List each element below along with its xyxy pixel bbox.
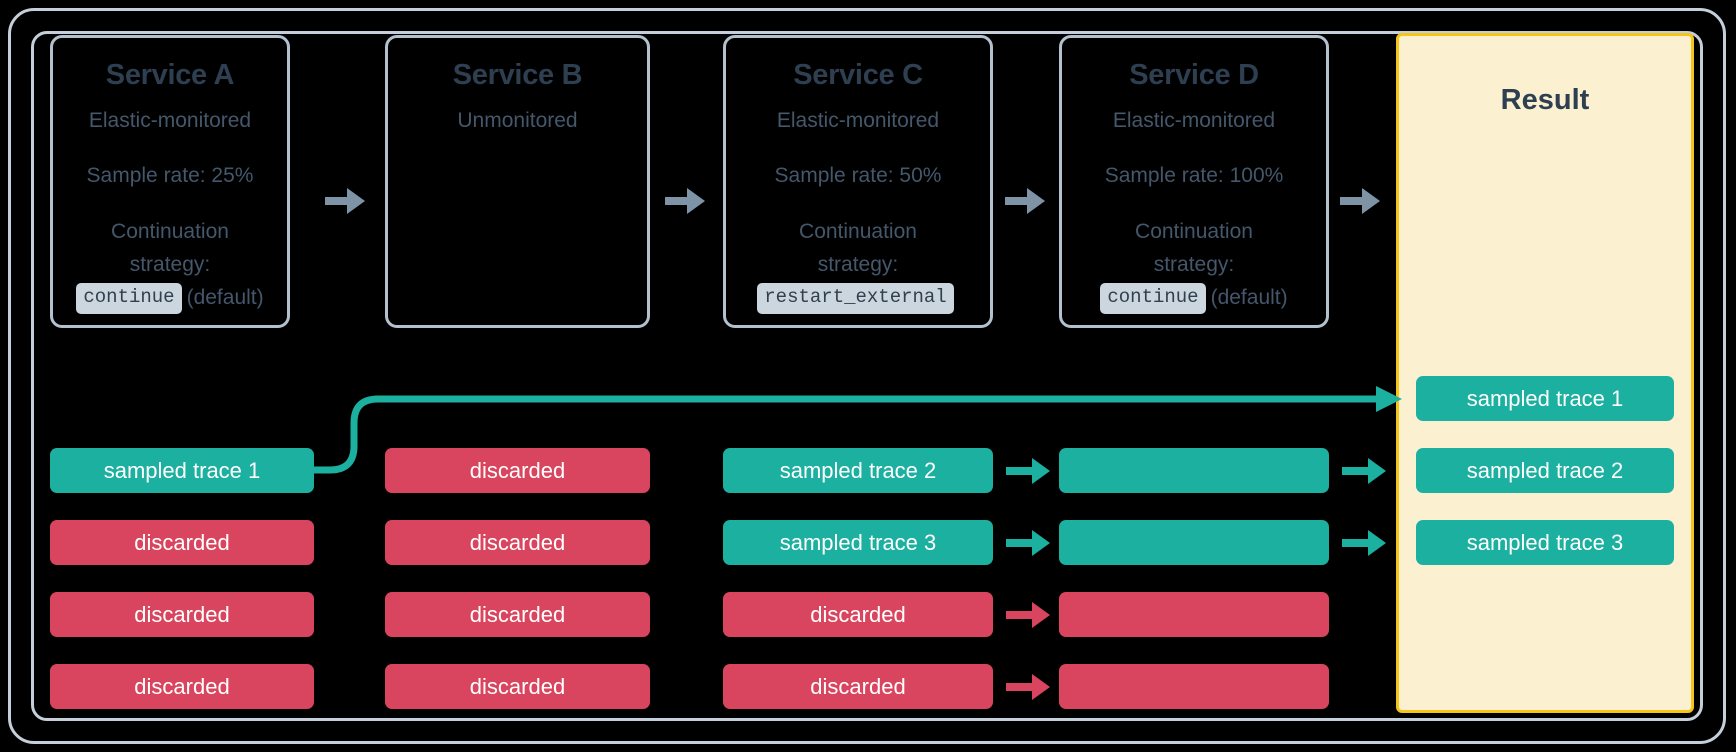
trace-box-b-3: discarded bbox=[385, 592, 650, 637]
service-title: Service C bbox=[793, 59, 923, 91]
top-arrow-d-to-result bbox=[1340, 188, 1380, 214]
top-arrow-c-to-d bbox=[1005, 188, 1045, 214]
trace-label: discarded bbox=[469, 601, 566, 627]
trace-label: sampled trace 3 bbox=[1466, 529, 1624, 555]
trace-label: sampled trace 3 bbox=[779, 529, 937, 555]
strategy-value-row: continue(default) bbox=[1062, 282, 1326, 314]
trace-label: discarded bbox=[469, 529, 566, 555]
flow-arrow-d2-to-result3 bbox=[1342, 530, 1386, 556]
trace-box-a-4: discarded bbox=[50, 664, 314, 709]
strategy-label-line2: strategy: bbox=[1153, 252, 1235, 276]
result-trace-box-2: sampled trace 2 bbox=[1416, 448, 1674, 493]
flow-arrow-d1-to-result2 bbox=[1342, 458, 1386, 484]
trace-box-a-2: discarded bbox=[50, 520, 314, 565]
result-trace-box-3: sampled trace 3 bbox=[1416, 520, 1674, 565]
trace-label: discarded bbox=[134, 673, 230, 699]
service-panel-d: Service D Elastic-monitored Sample rate:… bbox=[1059, 35, 1329, 328]
flow-arrow-c1-to-d1 bbox=[1006, 458, 1050, 484]
strategy-code-badge: restart_external bbox=[757, 282, 954, 314]
trace-box-b-1: discarded bbox=[385, 448, 650, 493]
top-arrow-a-to-b bbox=[325, 188, 365, 214]
service-monitoring-status: Unmonitored bbox=[457, 108, 578, 132]
strategy-code-badge: continue bbox=[1100, 282, 1206, 314]
top-arrow-b-to-c bbox=[665, 188, 705, 214]
strategy-value-row: restart_external bbox=[726, 282, 990, 314]
result-trace-box-1: sampled trace 1 bbox=[1416, 376, 1674, 421]
strategy-label-line2: strategy: bbox=[129, 252, 211, 276]
trace-label: discarded bbox=[134, 529, 230, 555]
service-panel-c: Service C Elastic-monitored Sample rate:… bbox=[723, 35, 993, 328]
service-panel-b: Service B Unmonitored bbox=[385, 35, 650, 328]
service-continuation-strategy: Continuation strategy: continue(default) bbox=[53, 218, 287, 314]
trace-label: discarded bbox=[134, 601, 230, 627]
strategy-label-line1: Continuation bbox=[111, 220, 229, 244]
trace-box-d-4 bbox=[1059, 664, 1329, 709]
trace-label: discarded bbox=[810, 601, 906, 627]
strategy-default-note: (default) bbox=[186, 286, 264, 310]
trace-label: discarded bbox=[469, 457, 566, 483]
outer-frame bbox=[8, 8, 1726, 744]
trace-label: discarded bbox=[810, 673, 906, 699]
strategy-label-line1: Continuation bbox=[1135, 220, 1253, 244]
trace-box-d-2 bbox=[1059, 520, 1329, 565]
service-continuation-strategy: Continuation strategy: continue(default) bbox=[1062, 218, 1326, 314]
flow-arrow-c4-to-d4 bbox=[1006, 674, 1050, 700]
trace-box-c-1: sampled trace 2 bbox=[723, 448, 993, 493]
service-sample-rate: Sample rate: 100% bbox=[1104, 164, 1284, 188]
flow-arrow-c2-to-d2 bbox=[1006, 530, 1050, 556]
trace-box-d-3 bbox=[1059, 592, 1329, 637]
strategy-default-note: (default) bbox=[1210, 286, 1288, 310]
trace-box-d-1 bbox=[1059, 448, 1329, 493]
strategy-value-row: continue(default) bbox=[53, 282, 287, 314]
trace-label: sampled trace 2 bbox=[779, 457, 937, 483]
strategy-code-badge: continue bbox=[76, 282, 182, 314]
flow-arrow-c3-to-d3 bbox=[1006, 602, 1050, 628]
service-title: Service D bbox=[1129, 59, 1259, 91]
service-monitoring-status: Elastic-monitored bbox=[1112, 108, 1276, 132]
trace-label: sampled trace 1 bbox=[1466, 385, 1624, 411]
service-panel-a: Service A Elastic-monitored Sample rate:… bbox=[50, 35, 290, 328]
strategy-label-line2: strategy: bbox=[817, 252, 899, 276]
service-monitoring-status: Elastic-monitored bbox=[88, 108, 252, 132]
trace-box-b-4: discarded bbox=[385, 664, 650, 709]
result-panel: Result bbox=[1396, 33, 1694, 713]
service-continuation-strategy: Continuation strategy: restart_external bbox=[726, 218, 990, 314]
service-sample-rate: Sample rate: 25% bbox=[86, 164, 254, 188]
result-title: Result bbox=[1500, 84, 1590, 116]
service-monitoring-status: Elastic-monitored bbox=[776, 108, 940, 132]
trace-box-c-4: discarded bbox=[723, 664, 993, 709]
trace-label: sampled trace 1 bbox=[103, 457, 261, 483]
service-title: Service B bbox=[452, 59, 583, 91]
trace-box-c-3: discarded bbox=[723, 592, 993, 637]
trace-box-c-2: sampled trace 3 bbox=[723, 520, 993, 565]
trace-label: sampled trace 2 bbox=[1466, 457, 1624, 483]
strategy-label-line1: Continuation bbox=[799, 220, 917, 244]
trace-box-b-2: discarded bbox=[385, 520, 650, 565]
trace-box-a-3: discarded bbox=[50, 592, 314, 637]
trace-label: discarded bbox=[469, 673, 566, 699]
trace-box-a-1: sampled trace 1 bbox=[50, 448, 314, 493]
service-title: Service A bbox=[105, 59, 235, 91]
service-sample-rate: Sample rate: 50% bbox=[774, 164, 942, 188]
